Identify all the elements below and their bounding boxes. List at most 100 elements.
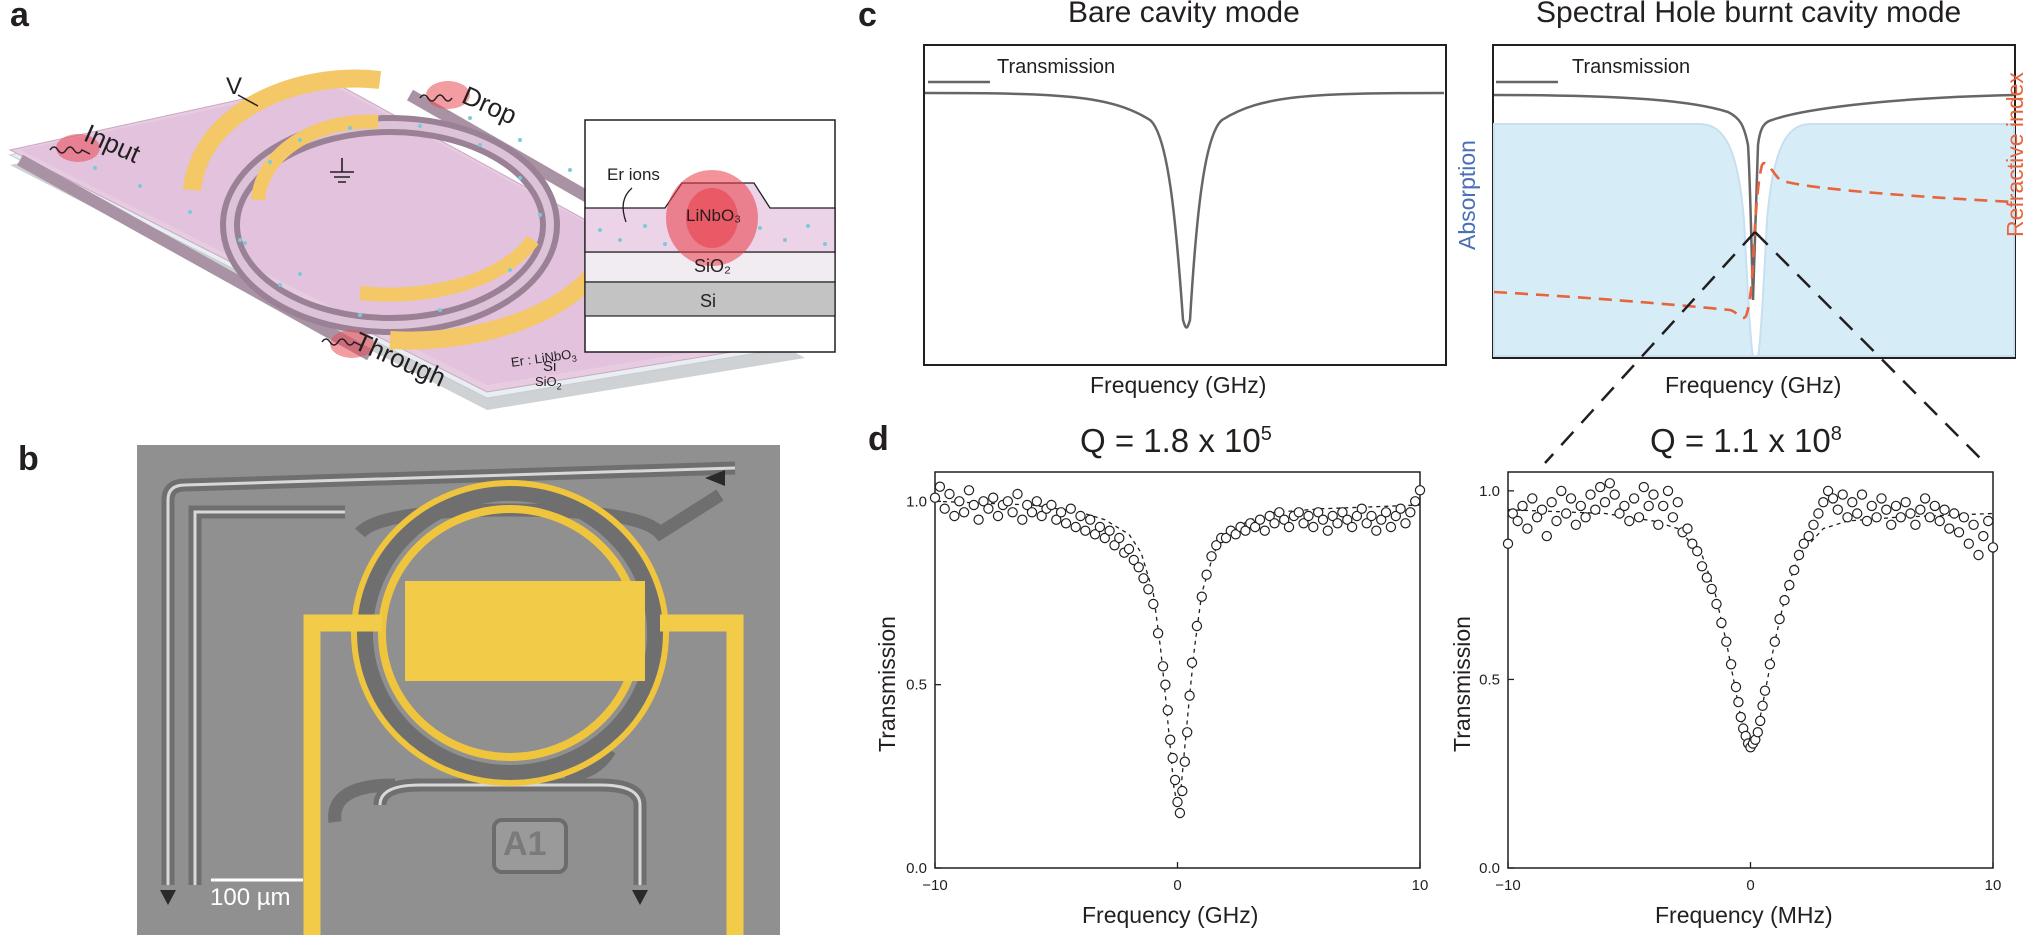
data-point (1609, 489, 1620, 500)
inset-si-layer (584, 281, 836, 317)
data-point (1303, 510, 1314, 522)
panel-c-left-title: Bare cavity mode (1068, 0, 1300, 29)
data-point (1332, 518, 1343, 529)
data-point (1614, 508, 1625, 519)
data-point (1963, 538, 1975, 549)
data-point (1701, 572, 1713, 583)
data-point (1987, 542, 1999, 553)
data-point (1191, 620, 1203, 632)
data-point (968, 499, 980, 511)
er-ions-pointer-icon (622, 187, 633, 223)
data-point (1264, 510, 1275, 522)
data-point (1123, 543, 1135, 555)
panel-c-left-xlabel: Frequency (GHz) (1090, 372, 1267, 398)
data-point (1706, 583, 1717, 595)
data-point (1380, 507, 1392, 518)
data-point (1012, 488, 1023, 500)
data-point (939, 503, 950, 514)
data-point (1220, 532, 1232, 544)
inner-electrode-top (251, 114, 379, 201)
data-point (1109, 540, 1120, 551)
data-point (1599, 497, 1611, 508)
data-point (949, 510, 960, 522)
micrograph-top-taper-icon (705, 470, 725, 486)
data-point (1585, 489, 1596, 500)
data-point (1711, 598, 1722, 610)
data-point (1915, 504, 1926, 515)
scale-bar-label: 100 µm (210, 884, 291, 911)
data-point (1342, 514, 1353, 525)
data-point (1813, 508, 1824, 519)
data-point (1696, 561, 1708, 572)
data-point (1206, 551, 1217, 562)
data-point (1752, 727, 1764, 738)
data-point (1531, 512, 1543, 523)
chart-d-right-title-exponent: 8 (1830, 423, 1842, 445)
data-point (1905, 508, 1916, 519)
data-point (1070, 521, 1081, 533)
data-point (1138, 573, 1149, 584)
data-point (1502, 538, 1514, 549)
data-point (1885, 519, 1897, 531)
data-point (1733, 696, 1744, 708)
panel-c-right-legend: Transmission (1572, 56, 1691, 78)
data-point (1643, 500, 1654, 512)
inset-si-label: Si (700, 291, 717, 311)
data-point (1856, 489, 1868, 500)
inset-sio2-label: SiO₂ (694, 256, 731, 276)
data-point (1351, 510, 1363, 522)
drop-photon-arrow-icon (419, 94, 453, 102)
data-point (1390, 510, 1402, 522)
data-point (1298, 518, 1309, 529)
micrograph-left-taper-icon (160, 890, 176, 905)
data-point (1619, 500, 1630, 512)
data-point (1293, 507, 1305, 518)
data-point (1784, 579, 1795, 591)
data-point (1167, 752, 1178, 764)
data-point (1653, 519, 1664, 531)
data-point (1026, 507, 1038, 518)
data-point (1007, 507, 1018, 518)
chart-d-left-xlabel: Frequency (GHz) (1082, 902, 1259, 928)
bare-cavity-transmission-curve (924, 91, 1445, 329)
data-point (1021, 499, 1033, 511)
panel-label-a: a (10, 0, 29, 34)
data-point (1157, 661, 1169, 672)
data-point (1798, 538, 1810, 549)
data-point (1876, 493, 1887, 504)
data-point (1837, 489, 1848, 500)
data-point (1803, 530, 1814, 542)
chart-d-right-xlabel: Frequency (MHz) (1655, 902, 1833, 928)
data-point (1958, 512, 1970, 523)
x-tick-label: 0 (1746, 877, 1754, 894)
data-point (1172, 796, 1183, 808)
data-point (1152, 628, 1164, 639)
x-tick-label: −10 (1495, 877, 1520, 894)
data-point (1414, 485, 1426, 496)
data-point (1356, 503, 1368, 514)
data-point (1184, 690, 1195, 701)
data-point (1179, 756, 1191, 767)
data-point (1793, 549, 1805, 561)
data-point (1254, 514, 1266, 525)
data-point (1017, 514, 1028, 525)
data-point (1973, 549, 1984, 561)
data-point (1346, 521, 1358, 533)
outer-electrode-top (183, 69, 382, 192)
data-point (1604, 478, 1616, 489)
drop-light-glow (426, 81, 470, 109)
data-point (954, 496, 965, 507)
data-point (1895, 512, 1907, 523)
data-point (1769, 636, 1781, 647)
chart-d-left-title-text: Q = 1.8 x 10 (1080, 422, 1261, 459)
data-point (1919, 493, 1931, 504)
data-point (1556, 485, 1567, 497)
data-point (1759, 685, 1771, 696)
data-point (1337, 507, 1348, 518)
data-point (1662, 485, 1674, 497)
data-point (1259, 525, 1271, 536)
chart-d-right-title: Q = 1.1 x 108 (1650, 422, 1842, 460)
data-point (1080, 525, 1091, 536)
